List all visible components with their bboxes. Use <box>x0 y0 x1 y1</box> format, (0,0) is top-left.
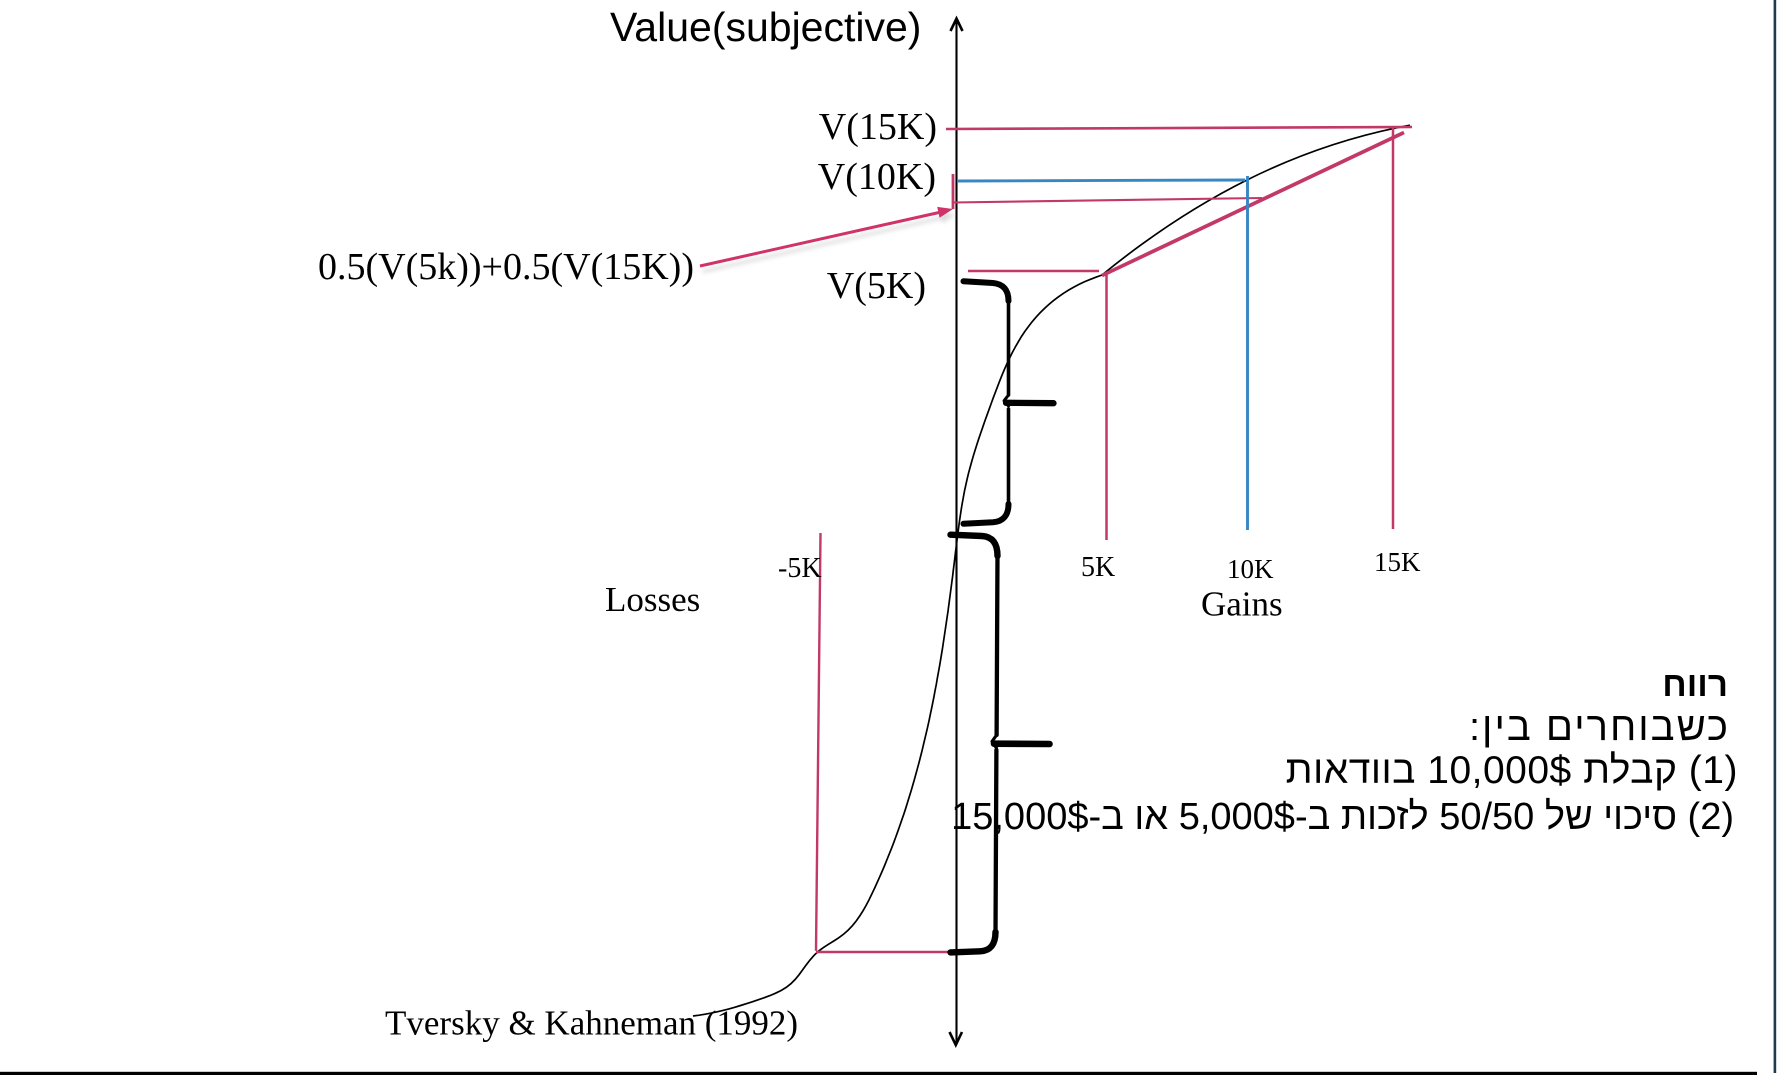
svg-text:Tversky & Kahneman (1992): Tversky & Kahneman (1992) <box>385 1004 798 1043</box>
svg-text:15K: 15K <box>1374 547 1421 577</box>
svg-text:10K: 10K <box>1227 554 1274 584</box>
svg-text:-5K: -5K <box>778 553 822 584</box>
svg-text:V(15K): V(15K) <box>819 106 937 148</box>
svg-text:Gains: Gains <box>1201 585 1283 624</box>
svg-text:0.5(V(5k))+0.5(V(15K)): 0.5(V(5k))+0.5(V(15K)) <box>318 246 694 288</box>
svg-text:Losses: Losses <box>605 580 700 619</box>
svg-text:5K: 5K <box>1081 552 1115 583</box>
svg-text:V(5K): V(5K) <box>827 265 926 307</box>
svg-text:Value(subjective): Value(subjective) <box>610 4 921 50</box>
svg-text:V(10K): V(10K) <box>818 156 936 198</box>
